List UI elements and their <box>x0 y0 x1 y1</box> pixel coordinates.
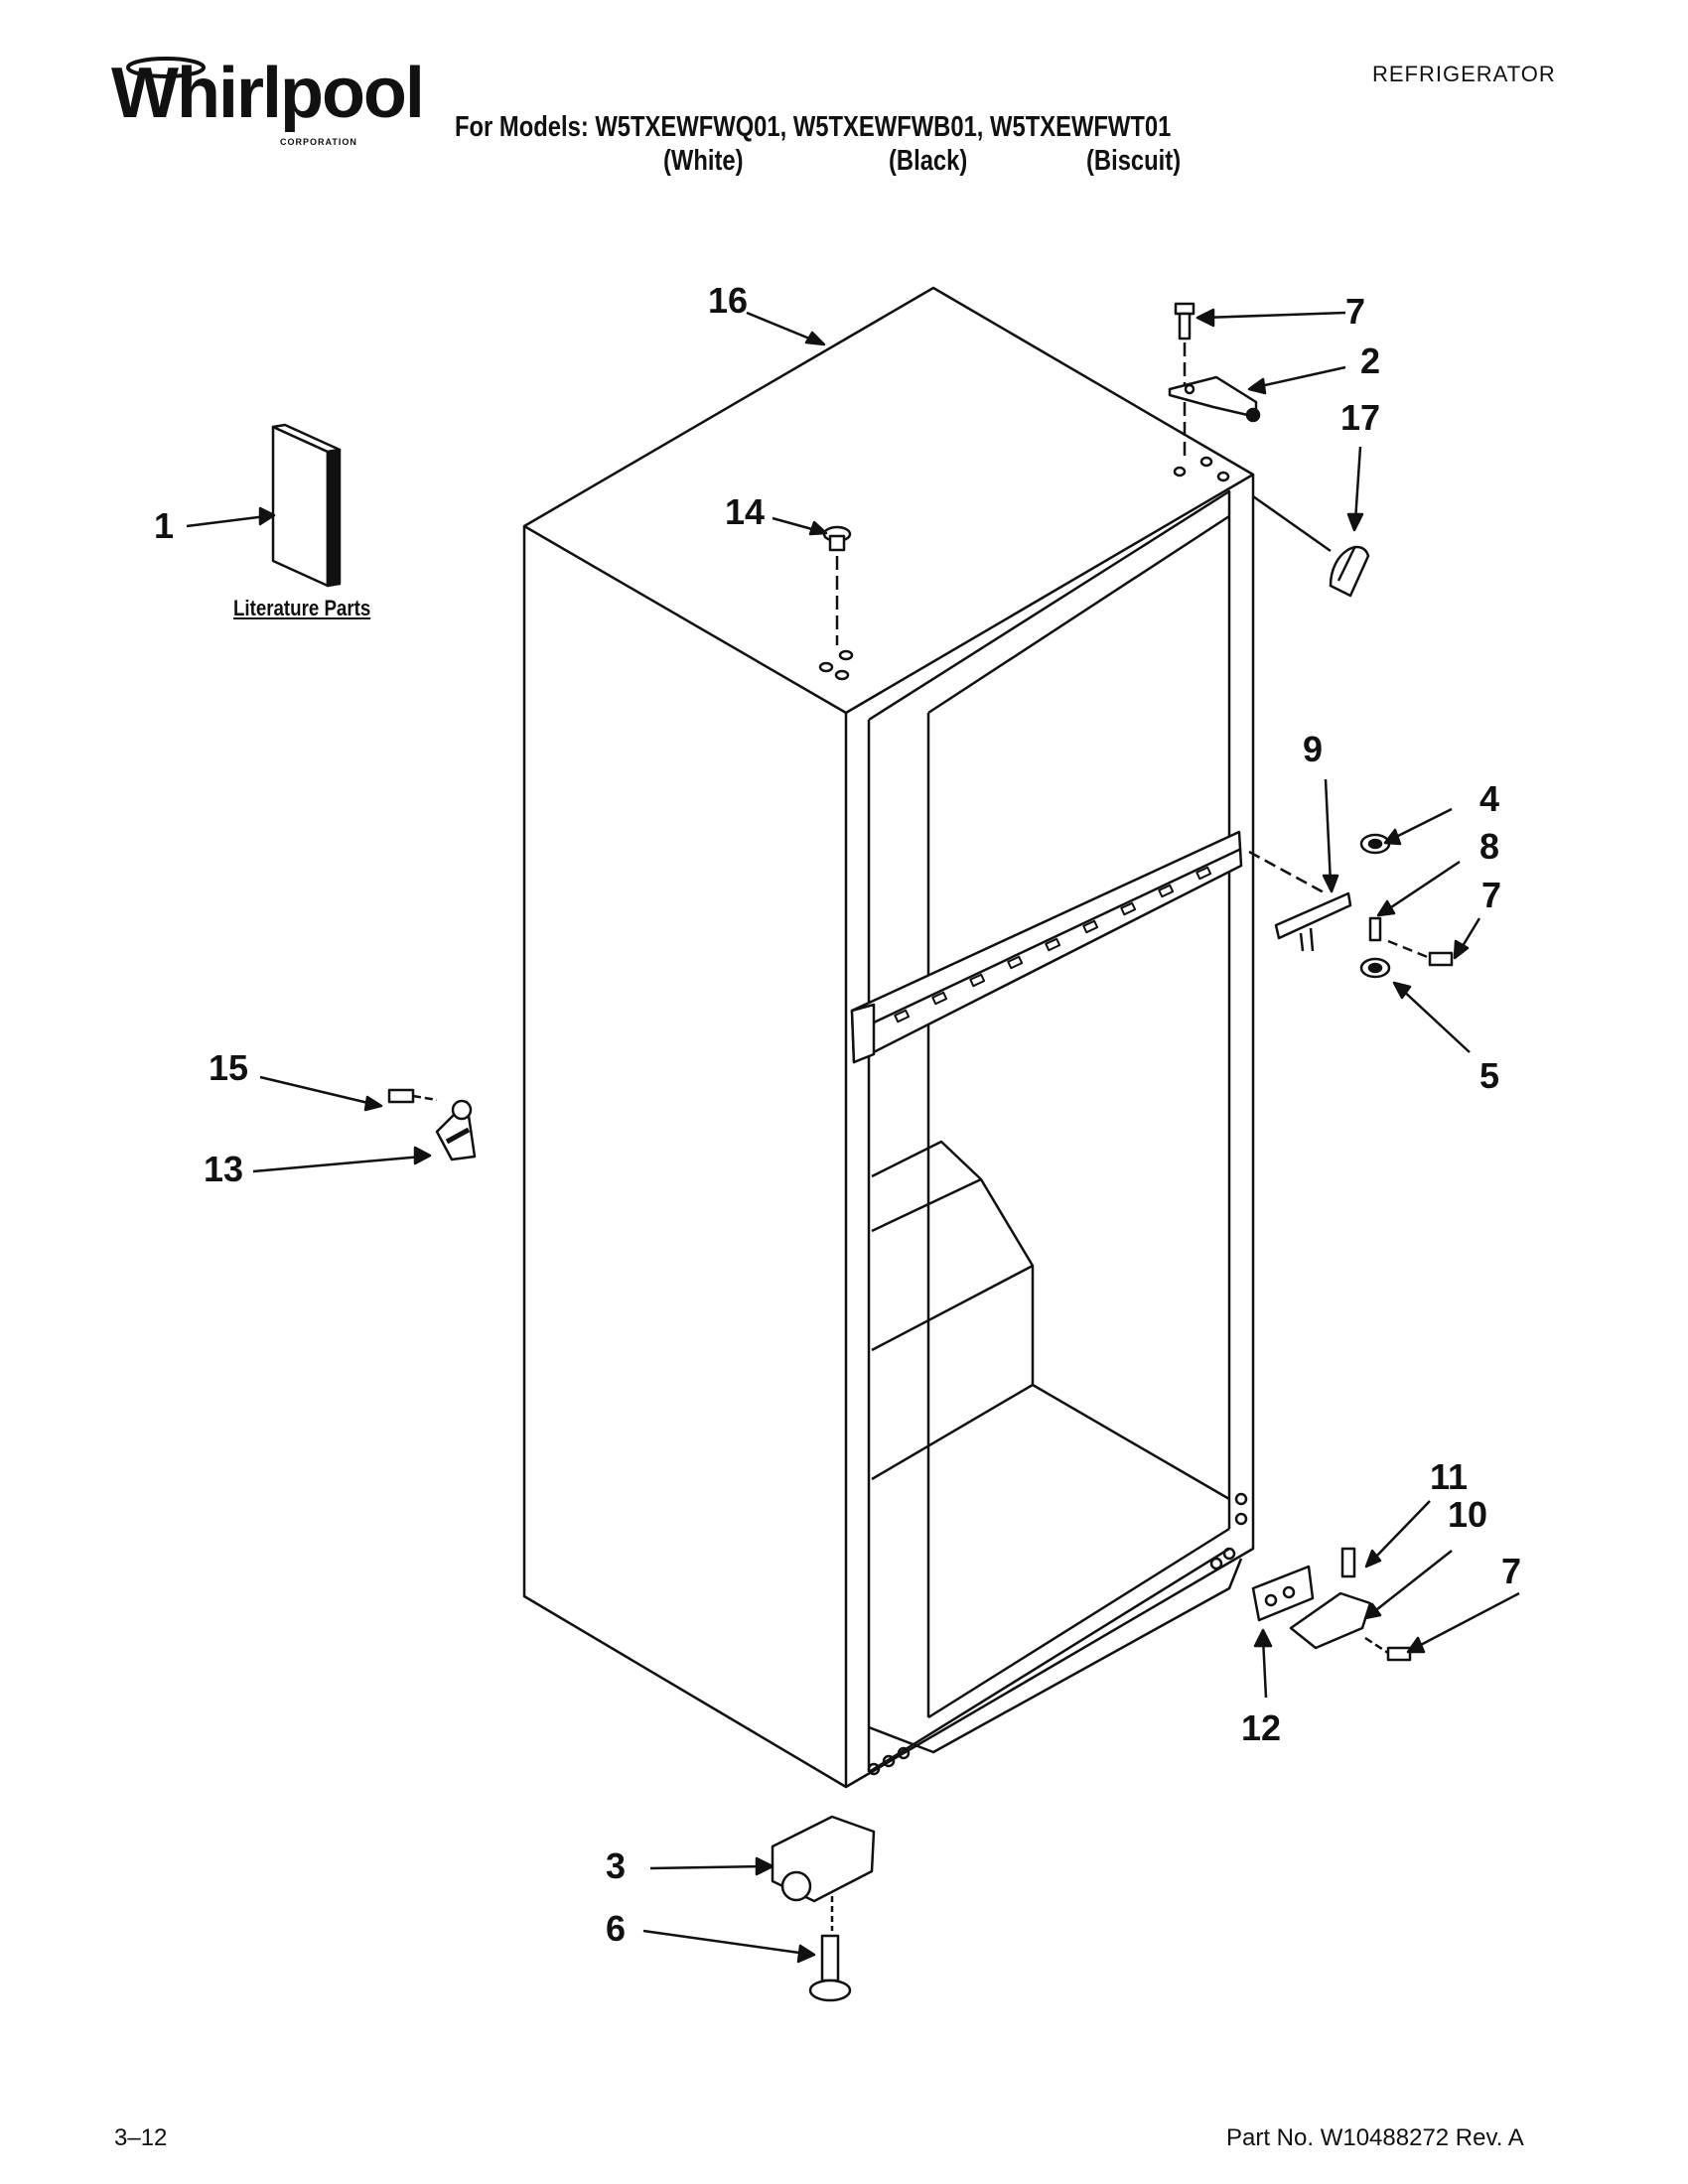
document-type: REFRIGERATOR <box>1372 62 1556 86</box>
callout-16: 16 <box>708 280 749 321</box>
callout-10: 10 <box>1448 1494 1488 1535</box>
hinge-cover-icon <box>1252 494 1370 598</box>
top-hinge-icon <box>1168 375 1261 423</box>
callout-7-center: 7 <box>1481 875 1502 915</box>
roller-icon <box>771 1815 876 1931</box>
callout-11: 11 <box>1430 1456 1469 1497</box>
callout-7-top: 7 <box>1345 291 1366 332</box>
logo-swoosh-icon <box>126 57 206 78</box>
bottom-hinge-icon <box>1251 1547 1412 1662</box>
variant-white: (White) <box>663 145 744 177</box>
callout-2: 2 <box>1360 341 1381 381</box>
variant-biscuit: (Biscuit) <box>1086 145 1182 177</box>
callout-6: 6 <box>606 1908 627 1949</box>
page-number: 3–12 <box>114 2124 168 2151</box>
brand-logo: Whirlpool CORPORATION <box>111 54 425 147</box>
brand-subtitle: CORPORATION <box>280 137 357 147</box>
callout-8: 8 <box>1479 826 1500 867</box>
center-hinge-icon <box>1248 833 1454 979</box>
callout-12: 12 <box>1241 1707 1282 1748</box>
callout-3: 3 <box>606 1845 627 1886</box>
callout-13: 13 <box>204 1149 244 1189</box>
callout-14: 14 <box>725 491 766 532</box>
leveling-leg-icon <box>808 1934 852 2002</box>
variant-black: (Black) <box>889 145 968 177</box>
door-stop-icon <box>387 1088 477 1161</box>
callout-9: 9 <box>1303 729 1324 769</box>
part-number: Part No. W10488272 Rev. A <box>1226 2124 1524 2151</box>
callout-1: 1 <box>154 505 175 546</box>
literature-book-icon <box>271 423 342 588</box>
models-line: For Models: W5TXEWFWQ01, W5TXEWFWB01, W5… <box>455 111 1172 143</box>
callout-5: 5 <box>1479 1055 1500 1096</box>
brand-name: Whirlpool <box>111 54 425 133</box>
leader-arrows <box>186 308 1520 1964</box>
callout-15: 15 <box>209 1047 249 1088</box>
screw-icon <box>1174 302 1196 457</box>
callout-17: 17 <box>1340 397 1381 438</box>
literature-parts-label: Literature Parts <box>233 596 371 620</box>
callout-7-bottom: 7 <box>1501 1551 1522 1591</box>
callout-4: 4 <box>1479 778 1500 819</box>
cabinet-body <box>522 286 1255 1789</box>
